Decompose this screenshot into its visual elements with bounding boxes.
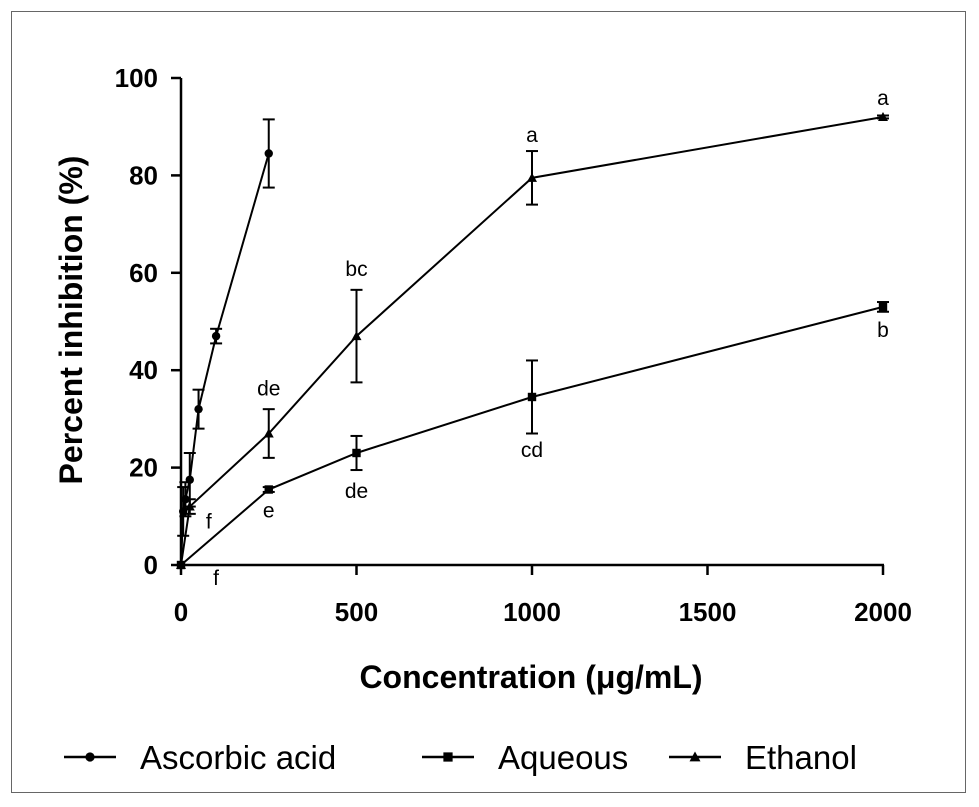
significance-label: e xyxy=(263,500,275,523)
legend-item-ascorbic-acid: Ascorbic acid xyxy=(64,739,336,776)
significance-label: a xyxy=(526,124,538,147)
legend-label: Ethanol xyxy=(745,739,857,776)
data-point xyxy=(185,475,194,484)
data-point xyxy=(351,331,362,341)
legend: Ascorbic acid Aqueous Ethanol xyxy=(64,739,857,776)
axes: 0 500 1000 1500 2000 0 20 40 60 80 100 xyxy=(115,63,912,627)
data-point xyxy=(527,172,537,182)
y-tick-label: 100 xyxy=(115,63,158,93)
legend-label: Aqueous xyxy=(498,739,628,776)
data-point xyxy=(527,392,537,402)
data-point xyxy=(264,485,273,494)
legend-label: Ascorbic acid xyxy=(140,739,336,776)
series-aqueous xyxy=(176,301,889,570)
figure-frame xyxy=(11,11,966,793)
x-tick-label: 1500 xyxy=(679,597,737,627)
series-line xyxy=(180,115,884,566)
x-tick-label: 500 xyxy=(335,597,378,627)
x-axis-title: Concentration (μg/mL) xyxy=(359,659,702,695)
y-tick-label: 60 xyxy=(129,258,158,288)
data-point xyxy=(264,149,273,158)
x-tick-label: 1000 xyxy=(503,597,561,627)
significance-label: b xyxy=(877,319,889,342)
significance-label: de xyxy=(345,480,368,503)
x-tick-label: 0 xyxy=(174,597,188,627)
data-point xyxy=(352,448,361,458)
significance-label: a xyxy=(877,87,889,110)
significance-label: f xyxy=(213,567,219,590)
data-point xyxy=(176,560,186,569)
legend-marker xyxy=(689,751,701,762)
y-axis-title: Percent inhibition (%) xyxy=(53,156,89,485)
series-layer xyxy=(176,111,889,570)
y-tick-label: 0 xyxy=(144,550,158,580)
significance-label: cd xyxy=(521,439,543,462)
data-point xyxy=(878,302,888,312)
y-tick-label: 80 xyxy=(129,160,158,190)
data-point xyxy=(184,501,195,511)
significance-label: de xyxy=(257,378,280,401)
significance-label: f xyxy=(206,511,212,534)
y-tick-label: 20 xyxy=(129,453,158,483)
data-point xyxy=(211,331,221,341)
legend-marker xyxy=(443,752,453,762)
series-ascorbic-acid xyxy=(176,118,275,570)
significance-labels: f e de cd b f de bc a a xyxy=(206,87,889,590)
legend-item-ethanol: Ethanol xyxy=(669,739,857,776)
data-point xyxy=(263,428,274,438)
series-ethanol xyxy=(176,111,889,569)
data-point xyxy=(878,111,888,121)
y-tick-label: 40 xyxy=(129,355,158,385)
legend-marker xyxy=(85,752,95,762)
data-point xyxy=(194,404,203,414)
legend-item-aqueous: Aqueous xyxy=(422,739,628,776)
series-line xyxy=(180,305,884,566)
x-tick-label: 2000 xyxy=(854,597,912,627)
significance-label: bc xyxy=(345,258,367,281)
